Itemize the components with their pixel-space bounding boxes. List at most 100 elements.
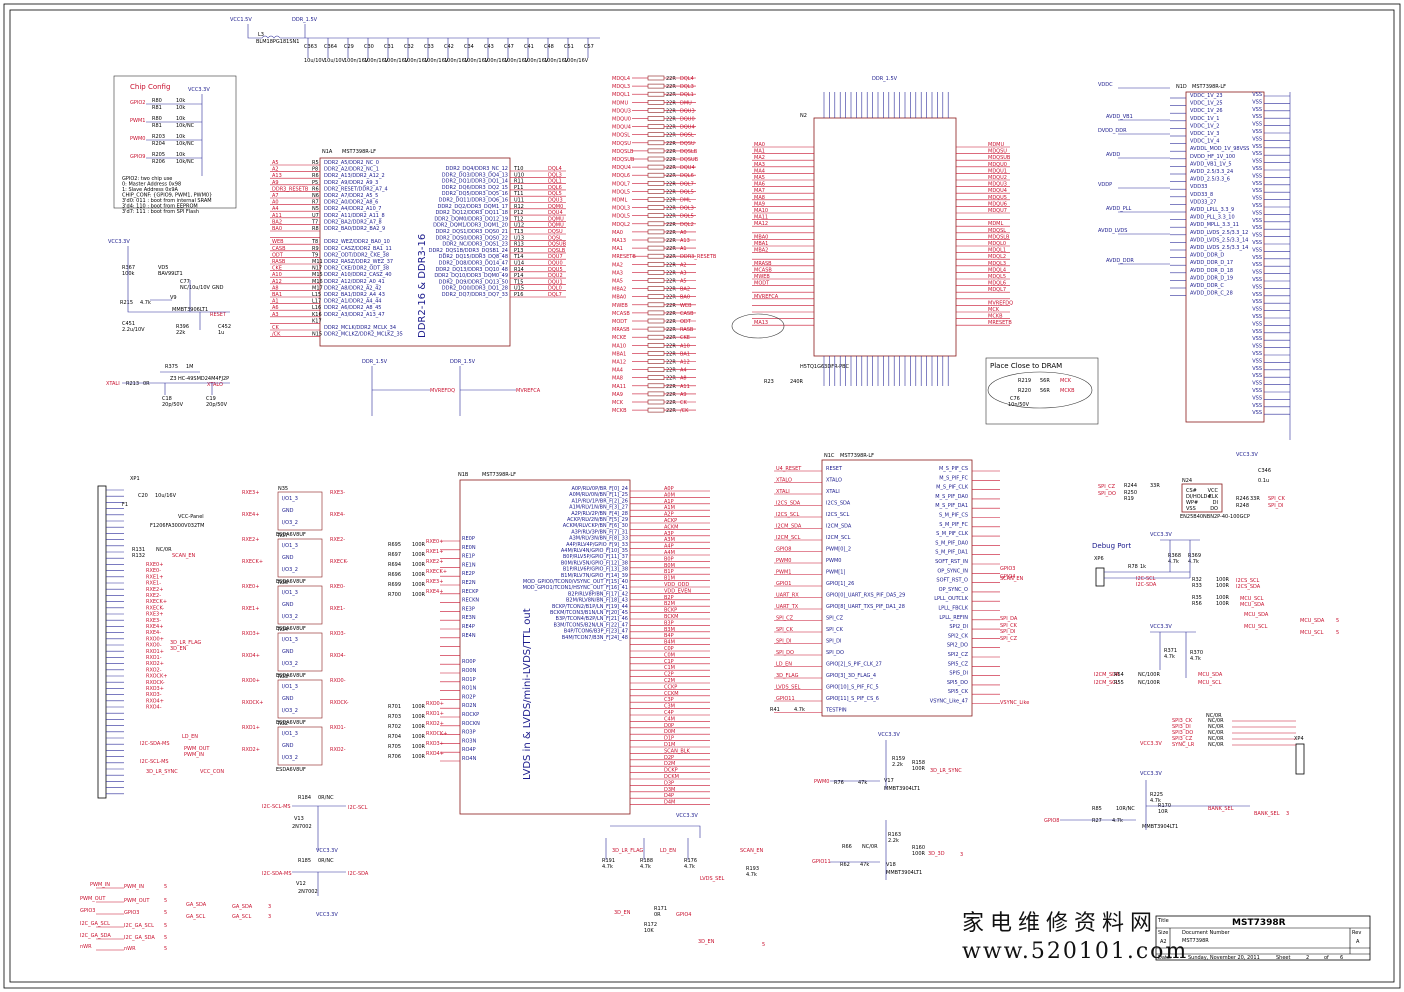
n1b-left-signal: RE4N [462,633,476,639]
n1c-right-signal: M_S_PIF_CLK [936,485,969,491]
xp1-vcc-panel: VCC-Panel [178,514,204,520]
chip-config-v2: 10k [176,105,185,111]
n1b-output-net: A1M [664,505,675,511]
n1b-output-net: A3P [664,531,674,537]
svg-text:DDR_1.5V: DDR_1.5V [362,359,388,365]
svg-text:4.7k: 4.7k [1190,656,1201,662]
n1d-vss-pin: VSS [1252,159,1262,165]
n1b-left-signal: RE0P [462,536,475,542]
series-res-left-net: MDQU3 [612,108,631,114]
series-res-right-net: WEB [680,303,692,309]
n1b-output-net: A0M [664,492,675,498]
n1d-supply-pin: AVDD_MPLL_3.3_11 [1190,222,1239,228]
n2-left-net: MA3 [754,162,765,168]
n1c-left-net: SPI_CZ [776,616,794,622]
n1a-left-signal: DDR2_A3/DDR2_A13_47 [324,312,385,318]
n1a-right-pin: P14 [514,273,523,279]
series-res-value: 22R [666,262,676,268]
n1a-left-net: A3 [272,312,279,318]
n1b-output-net: ACKP [664,518,677,524]
n1d-supply-pin: AVDD_DDR_C [1190,283,1224,289]
n1d-vss-pin: VSS [1252,218,1262,224]
xp1-net: RXO3+ [146,686,164,692]
svg-text:MCKB: MCKB [1060,388,1075,394]
series-resistor [647,399,665,405]
esd-ref: N32 [278,721,288,727]
chip-config-r2: R81 [152,105,162,111]
esd-pin: I/O1_3 [282,731,298,737]
series-resistor [647,334,665,340]
series-res-left-net: MCKB [612,408,627,414]
esd-part: ESDA6V8UF [276,720,306,726]
reset-r367: R367 [122,265,135,271]
n1a-left-signal: DDR2_CASZ/DDR2_BA1_11 [324,246,392,252]
esd-pin: I/O1_3 [282,684,298,690]
n1b-output-net: A3M [664,537,675,543]
n1c-left-net: I2CM_SDA [776,524,802,530]
chip-config-note: 3'd7: 111 : boot from SPI Flash [122,209,199,215]
title-block-date: Sunday, November 20, 2011 [1188,955,1260,961]
n1a-right-pin: T13 [513,229,523,235]
series-resistor [647,75,665,81]
n1d-vss-pin: VSS [1252,144,1262,150]
n1b-right-signal: B2M/RLV8N/BN_F[18]_43 [566,598,628,604]
chip-config-r2: R206 [152,159,165,165]
n1a-right-signal: DDR2_DQS0/DDR3_DQS0_22 [435,235,508,241]
esd-net: RXO3- [330,631,346,637]
n1a-left-net: A4 [272,206,279,212]
series-resistor [647,359,665,364]
xp1-net: RXOCK- [146,680,165,686]
series-res-right-net: A1 [680,246,687,252]
series-res-left-net: MA12 [612,360,626,366]
n1c-left-signal: TESTPIN [825,708,847,714]
xp1-net: RXO2- [146,667,162,673]
svg-text:4.7k: 4.7k [684,864,695,870]
series-res-left-net: MA2 [612,262,623,268]
svg-text:NC/10u/10V: NC/10u/10V [180,285,210,291]
svg-text:R193: R193 [746,866,759,872]
xp1-net: RXE2+ [146,587,163,593]
xp1-net: RXE4+ [146,624,163,630]
n2-right-net: MDQU3 [988,182,1007,188]
svg-text:R32: R32 [1192,577,1202,583]
n1a-left-net: BA0 [272,226,282,232]
n1a-right-pin: R13 [514,242,524,248]
svg-text:V13: V13 [294,816,304,822]
esd-net: RXE0- [330,584,345,590]
svg-text:3D_EN: 3D_EN [614,910,631,916]
n1a-right-pin: P12 [514,210,523,216]
lvds-resistor-ref: R703 [388,714,401,720]
series-resistor [647,213,665,218]
xp1-signal: PWM_IN [184,752,204,758]
n1d-supply-net: AVDD [1106,152,1120,158]
n1b-output-net: SCAN_BLK [664,748,691,754]
ic-n1b-lvds: N1B MST7398R-LF LVDS in & LVDS/mini-LVDS… [388,472,710,815]
n1a-left-pin: L15 [312,292,321,298]
svg-text:BANK_SEL: BANK_SEL [1254,811,1280,817]
n1b-output-net: CCKM [664,691,679,697]
n1a-left-signal: DDR2_A12/DDR2_A0_41 [324,279,385,285]
svg-text:R225: R225 [1150,792,1163,798]
series-res-left-net: MA5 [612,279,623,285]
series-res-left-net: MDQL3 [612,84,630,90]
series-res-left-net: MODT [612,319,628,325]
rail-cap-ref: C33 [424,44,434,50]
xp1-signal: VCC_CON [200,769,224,775]
offsheet-port: GA_SCL [232,914,251,920]
n1c-right-signal: SPI2_DO [947,643,968,649]
svg-text:R375: R375 [165,364,178,370]
svg-text:VCC3.3V: VCC3.3V [1140,771,1162,777]
n1a-part: MST7398R-LF [342,149,376,155]
series-resistor [647,261,665,267]
n1d-vss-pin: VSS [1252,166,1262,172]
svg-text:GPIO4: GPIO4 [676,912,691,918]
n1d-supply-net: VDDC [1098,82,1113,88]
offsheet-port: GPIO3 [80,908,95,914]
xp1-net: RXE1+ [146,574,163,580]
n1b-output-net: A4M [664,550,675,556]
rail-cap-value: 100n/16V [364,58,389,64]
series-resistor [647,181,665,186]
lvds-in-net: RXE3+ [426,579,443,585]
series-res-left-net: MBA0 [612,295,626,301]
